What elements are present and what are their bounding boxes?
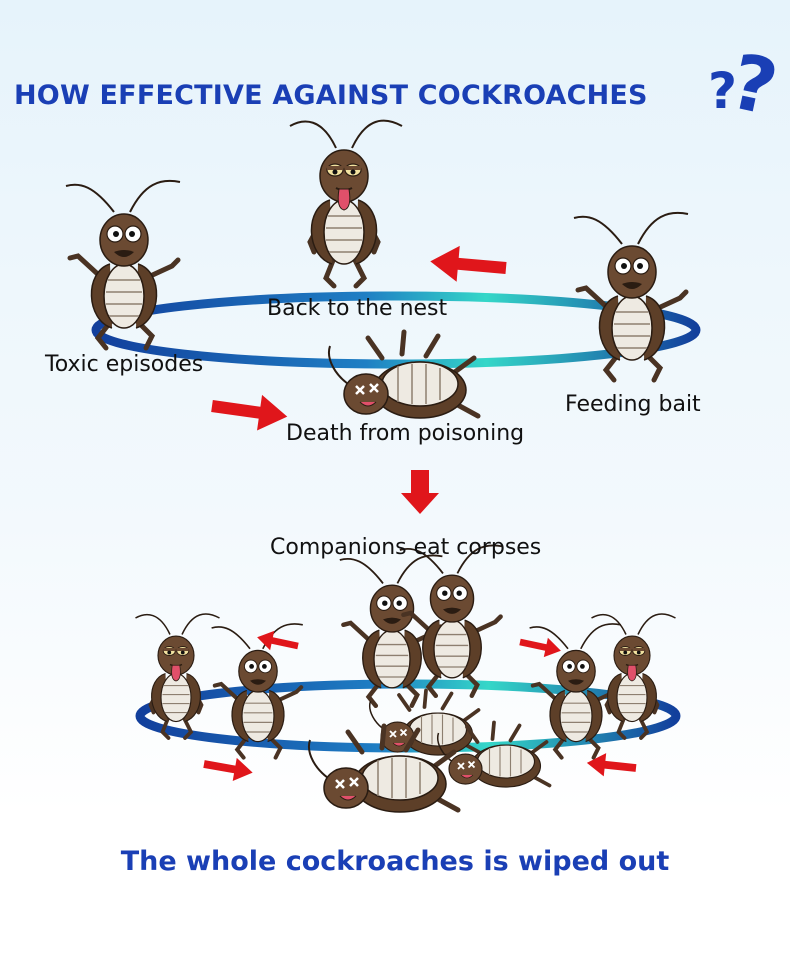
label-companions-eat-corpses: Companions eat corpses <box>270 535 542 560</box>
cockroach-toxic-episode-icon <box>66 181 180 348</box>
red-arrow-icon <box>209 388 290 435</box>
cycle-ring-top <box>91 291 701 369</box>
cockroach-dead-icon <box>367 688 484 757</box>
down-arrow-icon <box>401 470 439 514</box>
cockroach-dead-icon <box>329 332 478 418</box>
cockroach-returning-nest-icon <box>290 121 402 286</box>
conclusion-text: The whole cockroaches is wiped out <box>120 846 670 877</box>
label-back-to-nest: Back to the nest <box>267 296 448 321</box>
red-arrow-icon <box>201 752 255 785</box>
page-title: HOW EFFECTIVE AGAINST COCKROACHES <box>14 80 648 111</box>
red-arrow-icon <box>428 243 508 286</box>
label-feeding-bait: Feeding bait <box>565 392 701 417</box>
cockroach-sick-icon <box>589 612 678 740</box>
label-toxic-episodes: Toxic episodes <box>45 352 204 377</box>
label-death-from-poisoning: Death from poisoning <box>286 421 525 446</box>
